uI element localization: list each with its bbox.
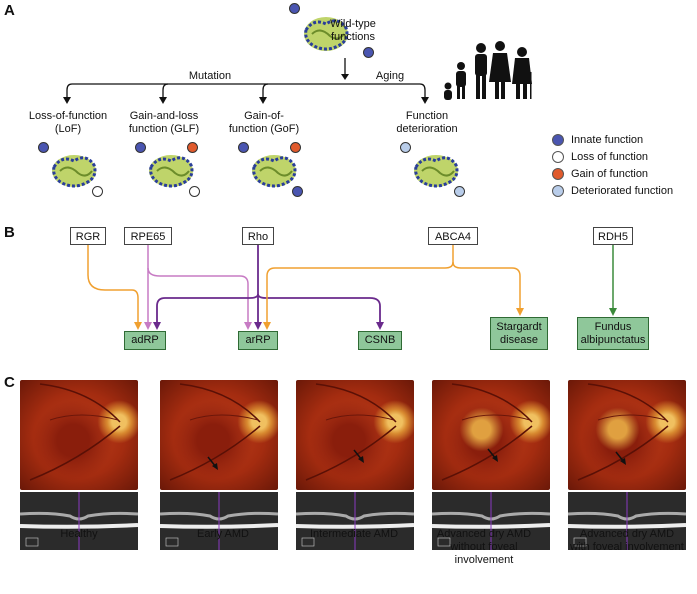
fundus-image-advanced-with (568, 380, 686, 490)
legend-gain: Gain of function (552, 167, 648, 181)
oct-scan-advanced-without (432, 492, 550, 550)
protein-lof-icon (48, 148, 100, 194)
legend-deteriorated: Deteriorated function (552, 184, 673, 198)
fundus-image-advanced-without (432, 380, 550, 490)
lesion-arrow-icon (486, 447, 500, 463)
oct-scan-advanced-with (568, 492, 686, 550)
protein-deterioration-icon (410, 148, 462, 194)
gene-rho: Rho (242, 227, 274, 245)
fundus-image-healthy (20, 380, 138, 490)
fundus-image-intermediate (296, 380, 414, 490)
panel-letter-b: B (4, 224, 15, 241)
stage-caption-advanced-with: Advanced dry AMD with foveal involvement (570, 528, 684, 553)
protein-deterioration-top-node (400, 142, 411, 153)
protein-deterioration-bottom-node (454, 186, 465, 197)
wild-type-protein-icon (300, 10, 352, 58)
disease-fundus-albipunctatus: Fundus albipunctatus (577, 317, 649, 350)
protein-glf-top-node (135, 142, 146, 153)
legend-gain-swatch (552, 168, 564, 180)
wild-type-bottom-node (363, 47, 374, 58)
legend-deteriorated-swatch (552, 185, 564, 197)
disease-adrp: adRP (124, 331, 166, 350)
outcome-label-gof: Gain-of-function (GoF) (228, 110, 300, 135)
stage-caption-early: Early AMD (197, 528, 249, 540)
stage-caption-healthy: Healthy (60, 528, 98, 540)
legend-loss-swatch (552, 151, 564, 163)
gene-abca4: ABCA4 (428, 227, 478, 245)
protein-glf-icon (145, 148, 197, 194)
gene-rdh5: RDH5 (593, 227, 633, 245)
legend-innate: Innate function (552, 133, 643, 147)
disease-arrp: arRP (238, 331, 278, 350)
wild-type-label: Wild-type functions (330, 18, 376, 43)
oct-scan-healthy (20, 492, 138, 550)
protein-glf-gain-node (187, 142, 198, 153)
panel-letter-a: A (4, 2, 15, 19)
stage-caption-intermediate: Intermediate AMD (309, 528, 399, 540)
oct-scan-intermediate (296, 492, 414, 550)
protein-glf-bottom-node (189, 186, 200, 197)
protein-gof-top-node (238, 142, 249, 153)
panel-letter-c: C (4, 374, 15, 391)
fundus-image-early (160, 380, 278, 490)
stage-caption-advanced-without: Advanced dry AMD without foveal involvem… (436, 528, 532, 566)
lesion-arrow-icon (352, 448, 366, 464)
mutation-label: Mutation (188, 70, 232, 82)
aging-label: Aging (375, 70, 405, 82)
gene-rpe65: RPE65 (124, 227, 172, 245)
protein-gof-gain-node (290, 142, 301, 153)
legend-loss: Loss of function (552, 150, 648, 164)
legend-innate-swatch (552, 134, 564, 146)
lesion-arrow-icon (614, 450, 628, 466)
protein-gof-icon (248, 148, 300, 194)
disease-csnb: CSNB (358, 331, 402, 350)
oct-scan-early (160, 492, 278, 550)
protein-lof-top-node (38, 142, 49, 153)
gene-rgr: RGR (70, 227, 106, 245)
outcome-label-glf: Gain-and-loss function (GLF) (128, 110, 200, 135)
protein-lof-bottom-node (92, 186, 103, 197)
lesion-arrow-icon (206, 455, 220, 471)
disease-stargardt: Stargardt disease (490, 317, 548, 350)
outcome-label-lof: Loss-of-function (LoF) (28, 110, 108, 135)
wild-type-top-node (289, 3, 300, 14)
outcome-label-deterioration: Function deterioration (396, 110, 458, 135)
protein-gof-bottom-node (292, 186, 303, 197)
